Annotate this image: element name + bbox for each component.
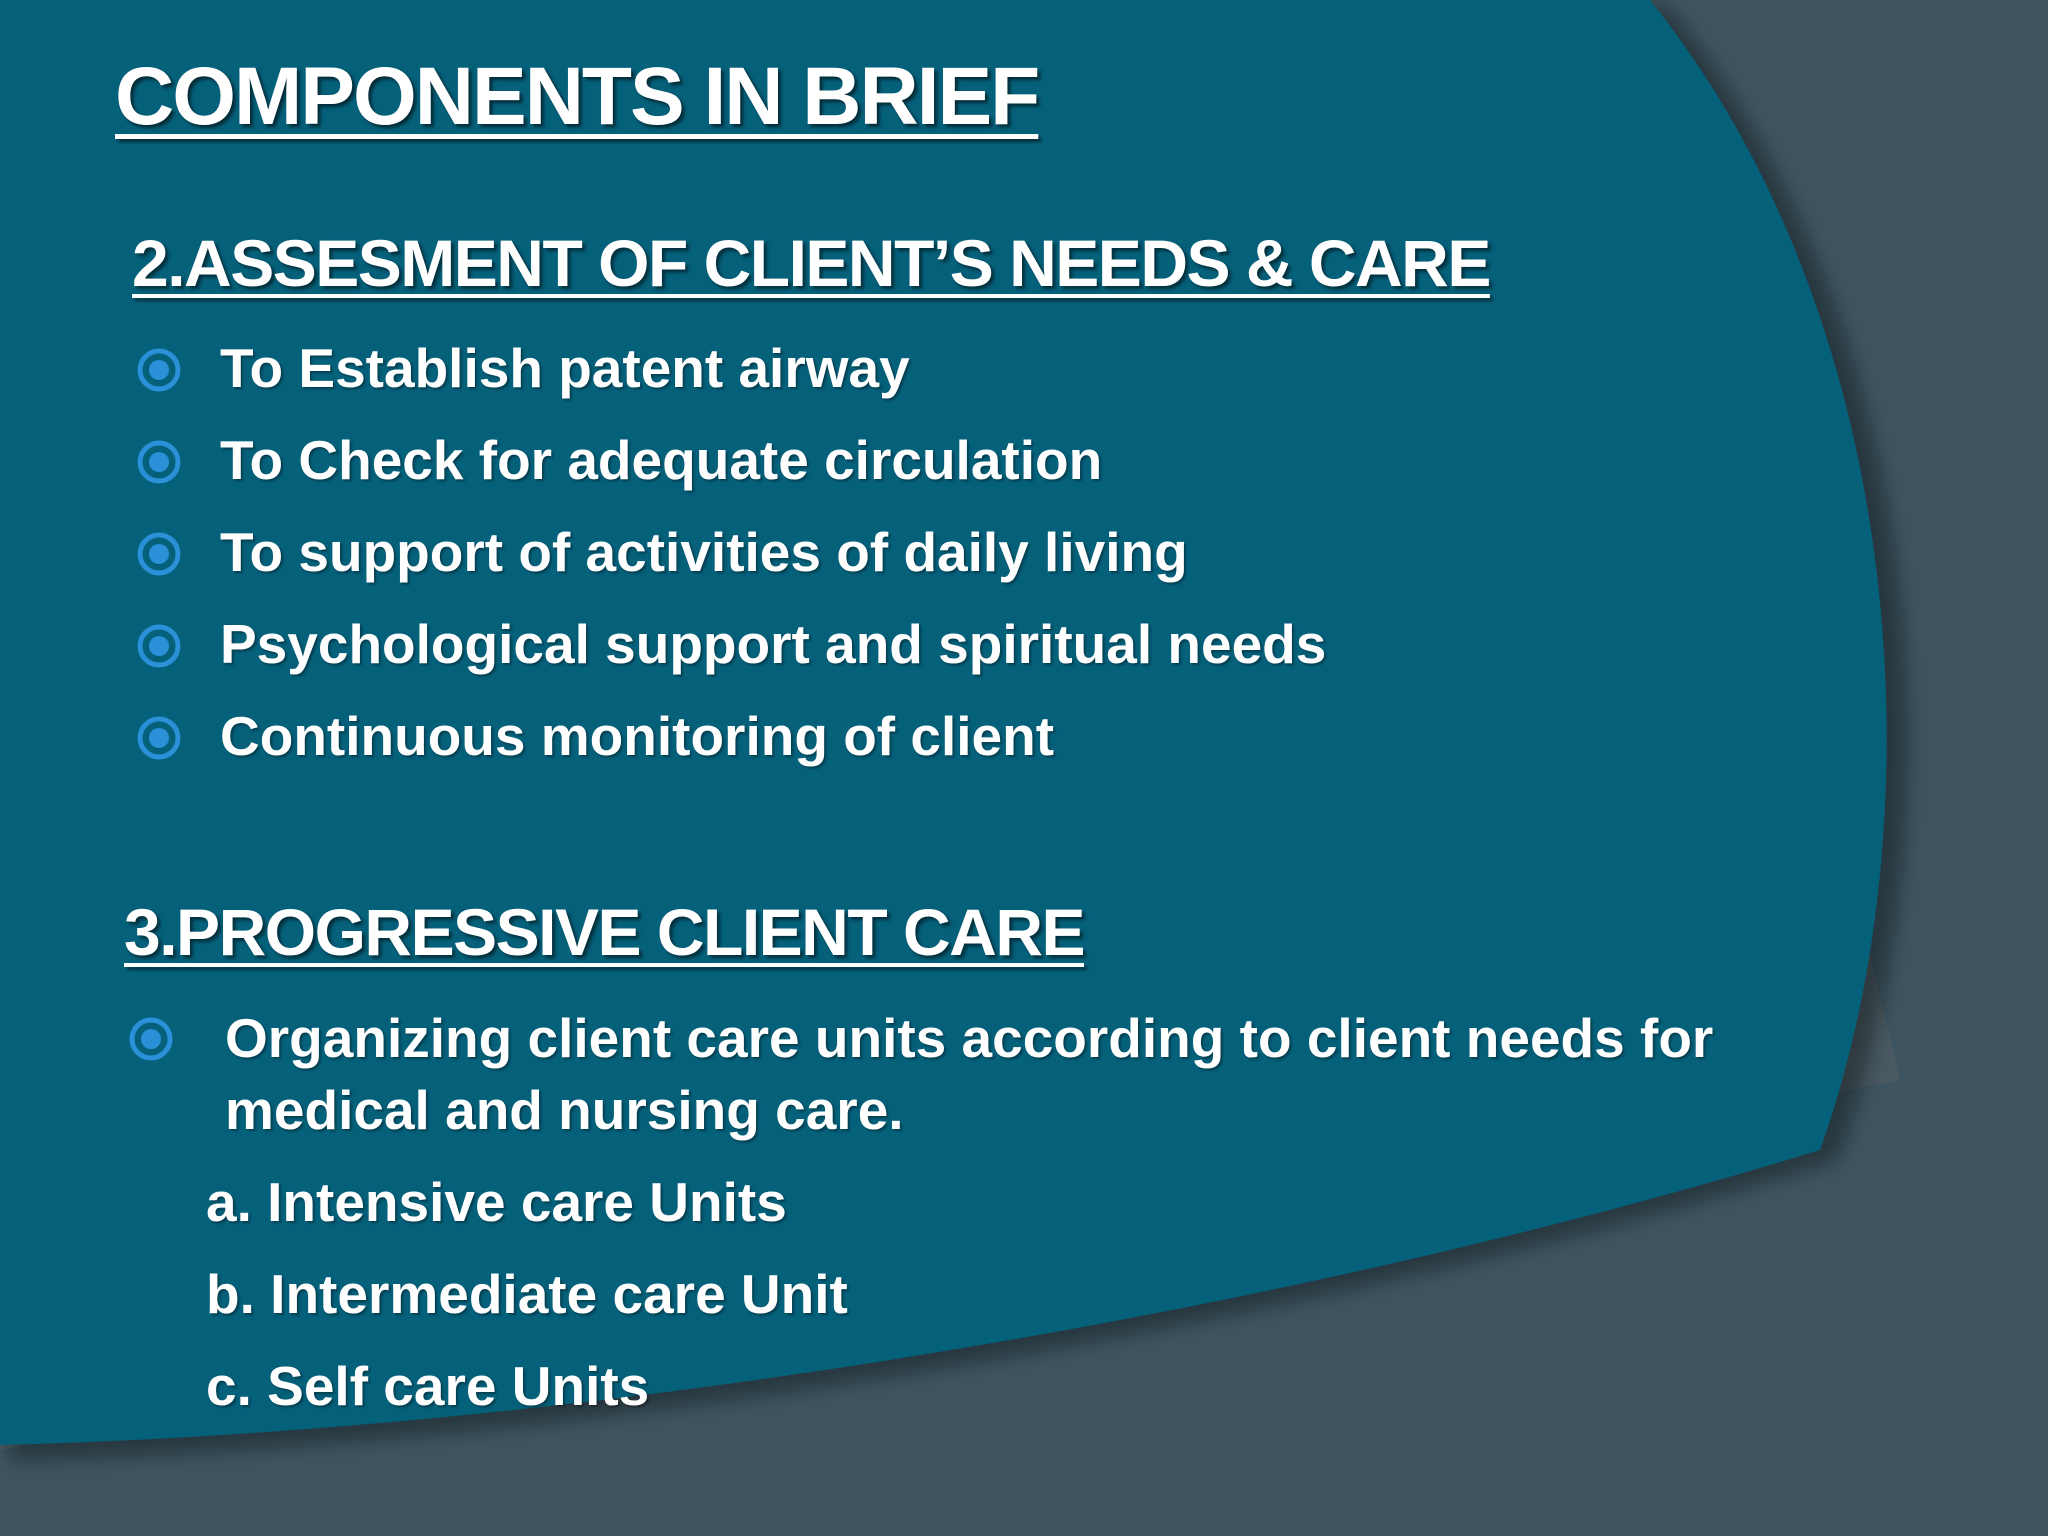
main-panel [0,0,1887,1445]
list-item: b. Intermediate care Unit [206,1263,848,1325]
section-heading-assessment: 2.ASSESMENT OF CLIENT’S NEEDS & CARE [132,226,1491,300]
target-circle-icon [137,348,181,392]
slide-title: COMPONENTS IN BRIEF [115,51,1040,142]
care-units-list: a. Intensive care Units b. Intermediate … [206,1166,848,1442]
list-item: Continuous monitoring of client [136,701,1326,793]
target-circle-icon [137,440,181,484]
target-circle-icon [137,532,181,576]
section-heading-progressive-care: 3.PROGRESSIVE CLIENT CARE [124,895,1086,969]
list-item: To Establish patent airway [136,333,1326,425]
bullet-text: To Check for adequate circulation [220,429,1103,491]
assessment-bullet-list: To Establish patent airway To Check for … [136,333,1326,793]
target-circle-icon [129,1017,173,1061]
list-item: To Check for adequate circulation [136,425,1326,517]
bullet-text: To Establish patent airway [220,337,910,399]
list-item: c. Self care Units [206,1355,650,1417]
target-circle-icon [137,624,181,668]
target-circle-icon [137,716,181,760]
list-item: To support of activities of daily living [136,517,1326,609]
bullet-text: To support of activities of daily living [220,521,1188,583]
bullet-text: Continuous monitoring of client [220,705,1055,767]
bullet-text: Psychological support and spiritual need… [220,613,1327,675]
progressive-care-paragraph: Organizing client care units according t… [128,1002,1725,1146]
list-item: a. Intensive care Units [206,1171,787,1233]
list-item: Psychological support and spiritual need… [136,609,1326,701]
paragraph-text: Organizing client care units according t… [225,1007,1714,1141]
